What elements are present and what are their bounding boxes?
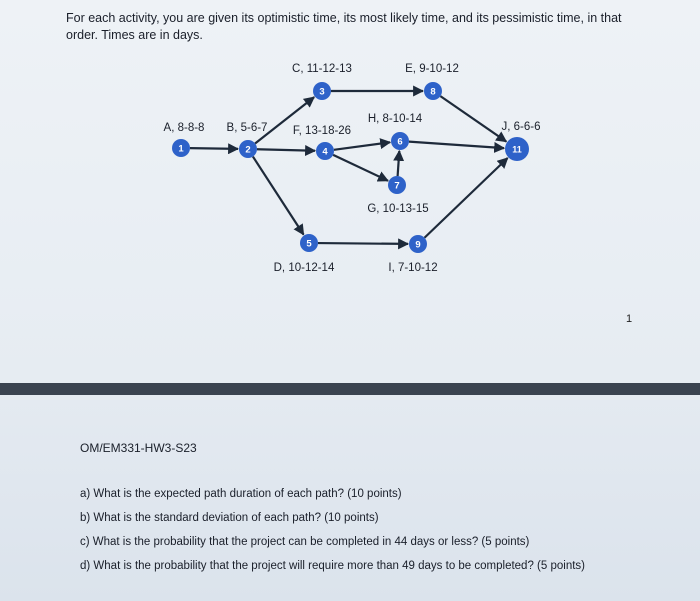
node-2-number: 2 — [245, 145, 250, 156]
node-4-circle — [316, 142, 334, 160]
question-b: b) What is the standard deviation of eac… — [80, 512, 379, 524]
page-divider — [0, 383, 700, 395]
edge-2-5 — [251, 155, 305, 236]
intro-text: For each activity, you are given its opt… — [66, 11, 622, 42]
edge-4-7 — [332, 153, 389, 182]
node-2-label: B, 5-6-7 — [227, 122, 268, 134]
node-4-number: 4 — [322, 147, 328, 158]
edge-4-6 — [333, 138, 392, 151]
course-code: OM/EM331-HW3-S23 — [80, 441, 197, 455]
node-8-label: E, 9-10-12 — [405, 63, 459, 75]
node-8-circle — [424, 82, 442, 100]
node-6-label: H, 8-10-14 — [368, 113, 423, 125]
node-3-circle — [313, 82, 331, 100]
node-1-number: 1 — [178, 144, 184, 155]
node-8-number: 8 — [430, 87, 435, 98]
node-4-label: F, 13-18-26 — [293, 125, 351, 137]
node-9-label: I, 7-10-12 — [388, 262, 437, 274]
page-number: 1 — [626, 313, 633, 325]
edge-7-6 — [393, 149, 405, 177]
node-3-number: 3 — [319, 87, 324, 98]
node-11-label: J, 6-6-6 — [502, 121, 541, 133]
edge-1-2 — [189, 143, 240, 155]
node-7-label: G, 10-13-15 — [367, 203, 428, 215]
node-5-number: 5 — [306, 239, 312, 250]
node-6-number: 6 — [397, 137, 402, 148]
node-11-number: 11 — [512, 145, 522, 155]
node-5-circle — [300, 234, 318, 252]
activity-network-diagram: 1 2 3 4 5 6 7 8 9 11 A, 8-8-8 B, 5-6-7 C, 11-12-13F… — [164, 63, 541, 274]
question-list: a) What is the expected path duration of… — [80, 482, 585, 578]
question-c: c) What is the probability that the proj… — [80, 536, 530, 548]
edge-2-3 — [254, 96, 315, 145]
bottom-page — [0, 395, 700, 601]
edge-5-9 — [317, 238, 410, 250]
top-page — [0, 0, 700, 383]
node-7-number: 7 — [394, 181, 399, 192]
node-9-circle — [409, 235, 427, 253]
edge-9-11 — [423, 157, 509, 239]
node-1-circle — [172, 139, 190, 157]
edge-6-11 — [408, 140, 506, 153]
question-d: d) What is the probability that the proj… — [80, 560, 585, 572]
question-a: a) What is the expected path duration of… — [80, 488, 402, 500]
node-7-circle — [388, 176, 406, 194]
edge-8-11 — [439, 95, 508, 143]
node-9-number: 9 — [415, 240, 420, 251]
node-3-label: C, 11-12-13 — [292, 63, 352, 75]
node-5-label: D, 10-12-14 — [274, 262, 335, 274]
node-1-label: A, 8-8-8 — [164, 122, 205, 134]
node-6-circle — [391, 132, 409, 150]
node-2-circle — [239, 140, 257, 158]
edge-2-4 — [256, 144, 317, 156]
node-11-circle — [505, 137, 529, 161]
